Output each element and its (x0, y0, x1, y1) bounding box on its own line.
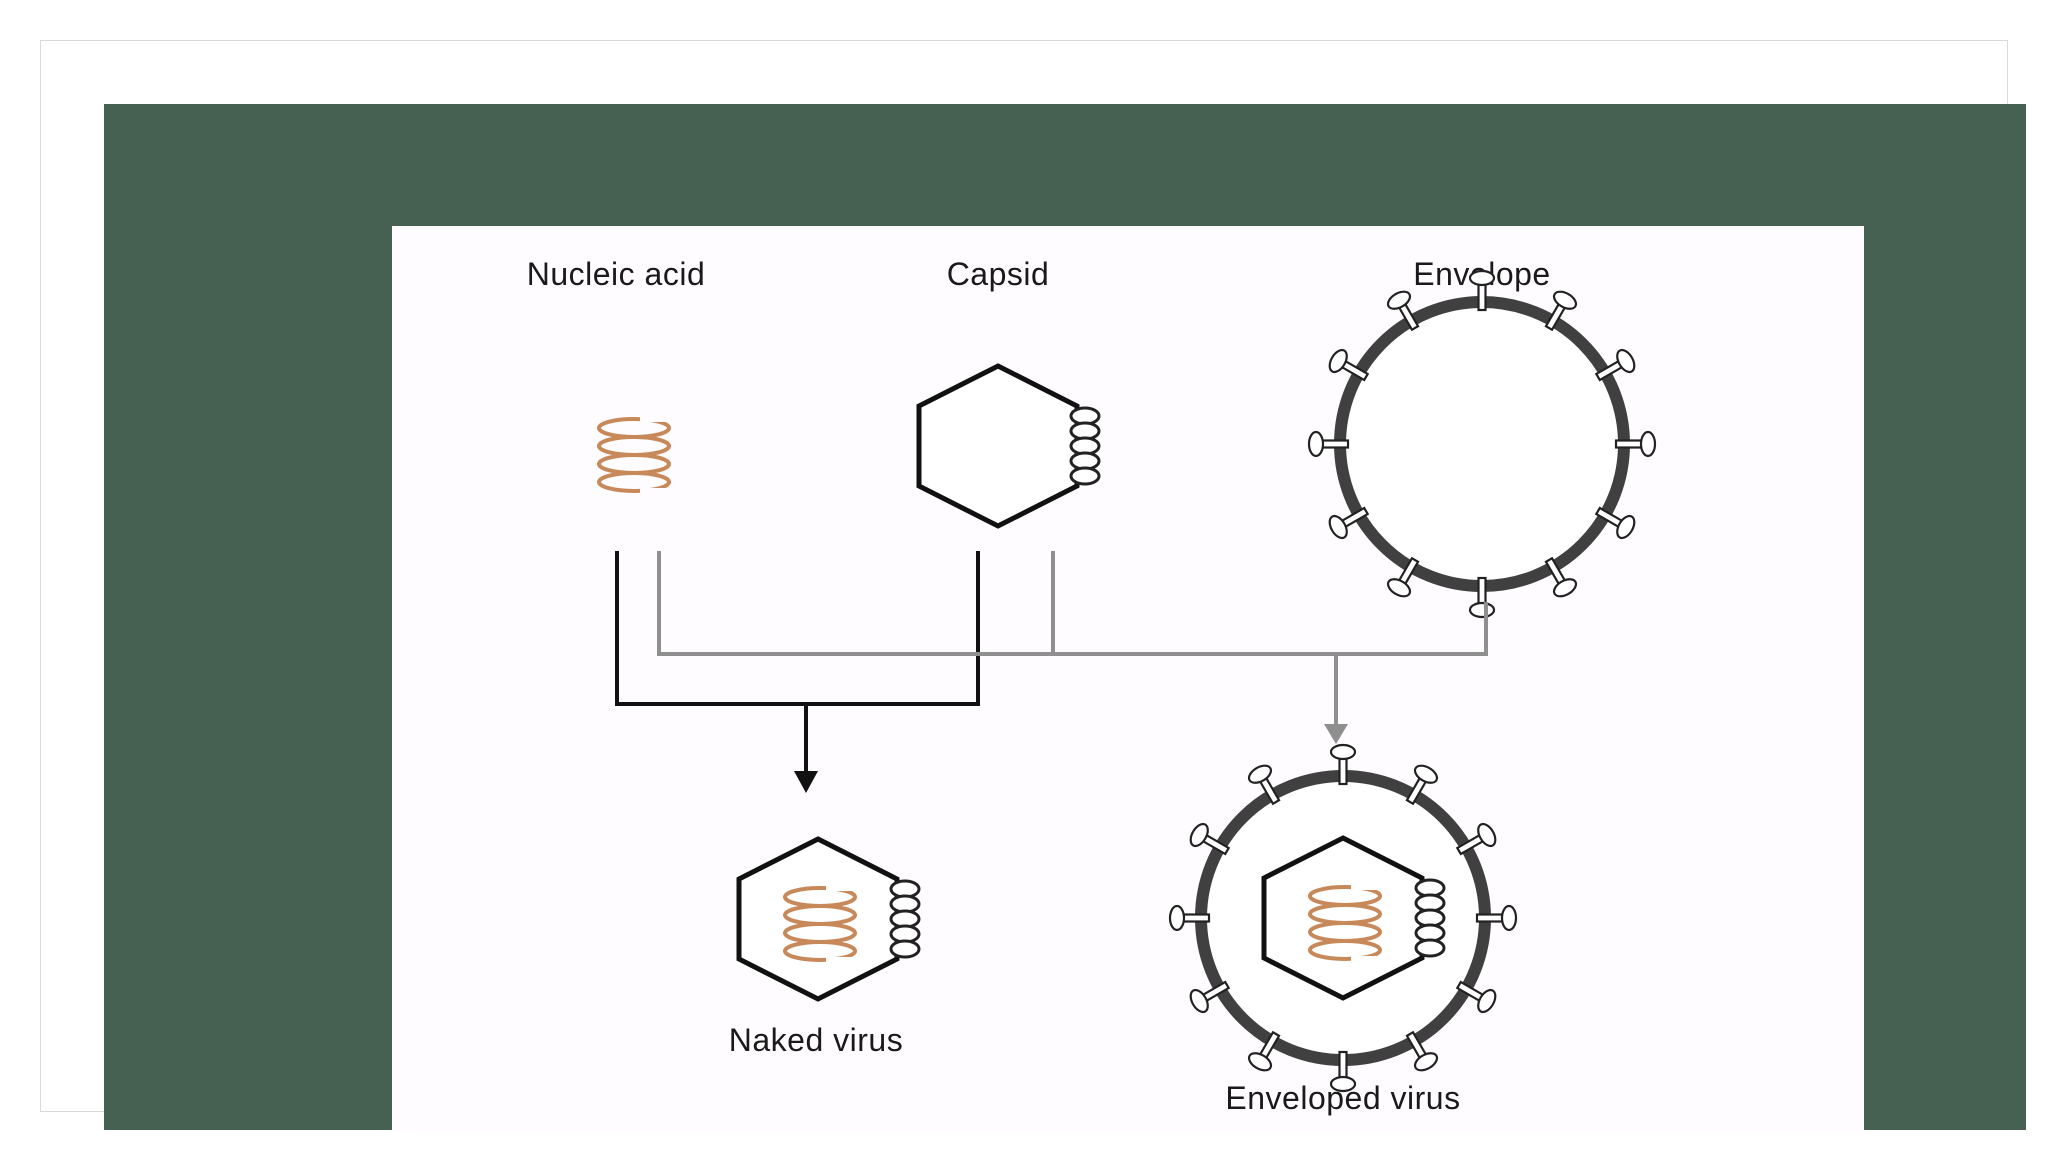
slide-background: Nucleic acid Capsid Envelope (104, 104, 2026, 1133)
label-capsid: Capsid (947, 256, 1050, 292)
virus-structure-figure: Nucleic acid Capsid Envelope (392, 226, 1864, 1133)
capsid-hexagon (919, 366, 1099, 526)
label-naked-virus: Naked virus (729, 1022, 903, 1058)
slide-frame: Nucleic acid Capsid Envelope (40, 40, 2026, 1133)
virus-structure-diagram: Nucleic acid Capsid Envelope (527, 256, 1657, 1116)
naked-virus-path (615, 551, 980, 793)
label-enveloped-virus: Enveloped virus (1225, 1080, 1460, 1116)
nucleic-acid-coil (597, 412, 674, 498)
naked-virus (739, 839, 919, 999)
enveloped-virus (1168, 743, 1518, 1093)
envelope-ring (1307, 269, 1657, 619)
label-nucleic-acid: Nucleic acid (527, 256, 706, 292)
enveloped-virus-path (657, 551, 1488, 744)
